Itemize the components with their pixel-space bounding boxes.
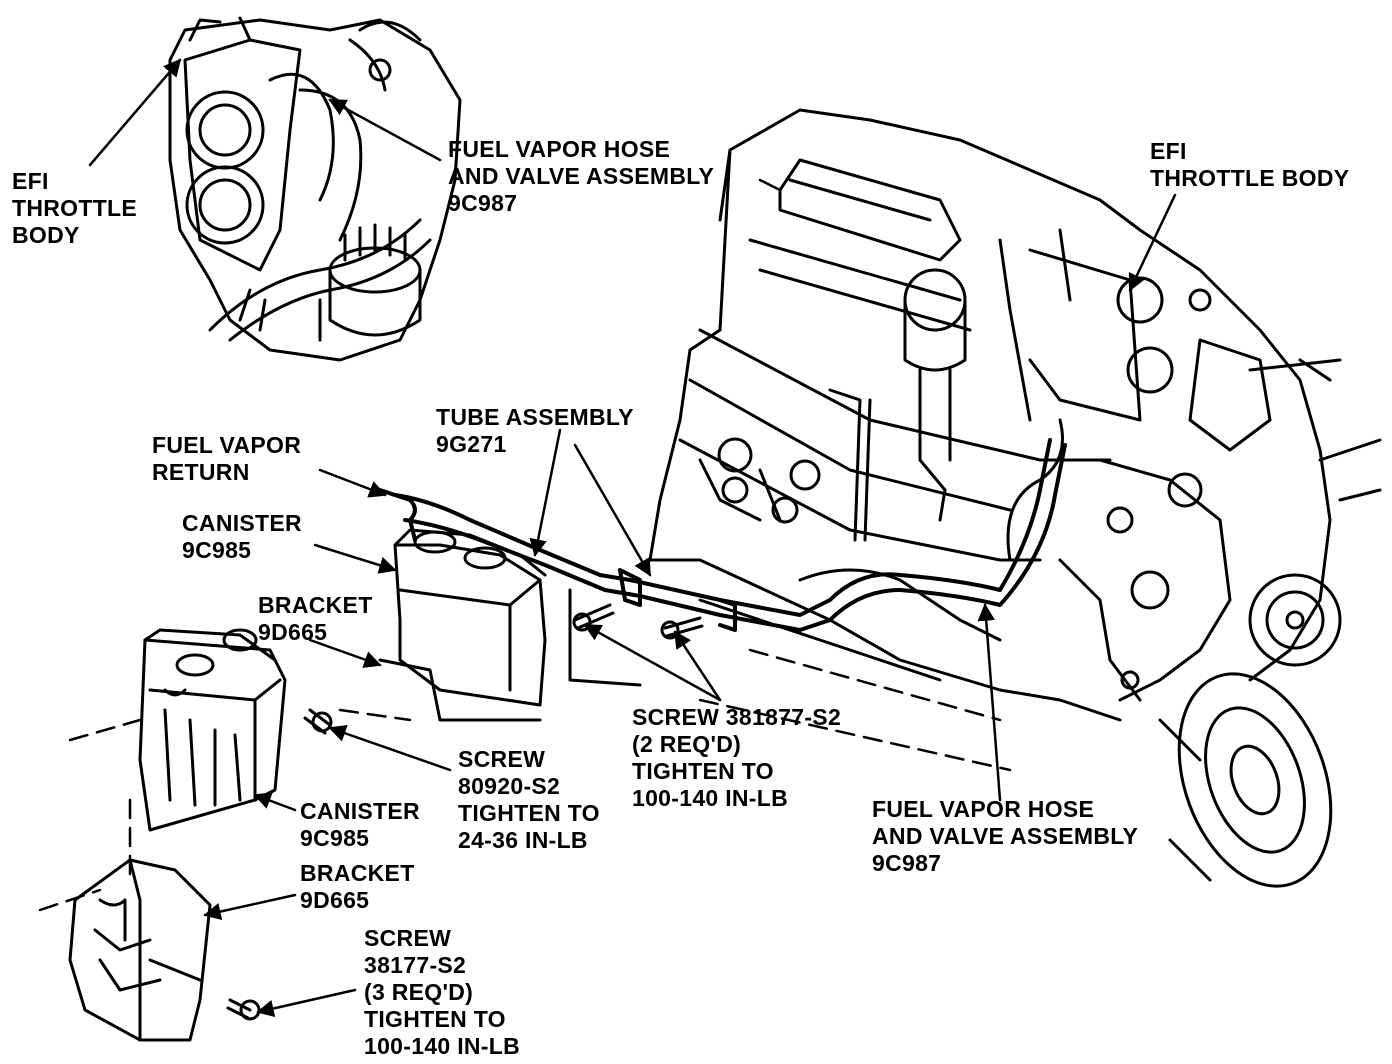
label-line: (3 REQ'D) (364, 979, 474, 1005)
vapor-tube-routing (378, 438, 1067, 632)
label-canister-lower: CANISTER 9C985 (300, 798, 420, 852)
label-bracket-upper: BRACKET 9D665 (258, 592, 373, 646)
label-line: (2 REQ'D) (632, 731, 742, 757)
label-line: SCREW 381877-S2 (632, 704, 842, 730)
label-line: 100-140 IN-LB (632, 785, 789, 811)
label-line: TIGHTEN TO (364, 1006, 506, 1032)
label-fuel-vapor-hose-top: FUEL VAPOR HOSE AND VALVE ASSEMBLY 9C987 (448, 136, 714, 217)
label-tube-assembly: TUBE ASSEMBLY 9G271 (436, 404, 634, 458)
label-line: FUEL VAPOR (152, 432, 302, 458)
alignment-dashed-lines (38, 648, 1012, 912)
label-bracket-lower: BRACKET 9D665 (300, 860, 415, 914)
label-line: EFI (1150, 138, 1187, 164)
label-line: FUEL VAPOR HOSE (872, 796, 1095, 822)
label-line: SCREW (458, 746, 546, 772)
label-line: 80920-S2 (458, 773, 561, 799)
label-canister-upper: CANISTER 9C985 (182, 510, 302, 564)
label-efi-throttle-body-main: EFI THROTTLE BODY (1150, 138, 1349, 192)
label-line: BRACKET (258, 592, 373, 618)
label-fuel-vapor-hose-bottom: FUEL VAPOR HOSE AND VALVE ASSEMBLY 9C987 (872, 796, 1138, 877)
upper-screws (572, 603, 704, 640)
label-line: 9C987 (872, 850, 942, 876)
label-line: 100-140 IN-LB (364, 1033, 521, 1059)
upper-canister-illustration (378, 528, 642, 722)
label-line: 9G271 (436, 431, 507, 457)
label-line: BRACKET (300, 860, 415, 886)
label-line: 9C985 (300, 825, 370, 851)
label-line: CANISTER (300, 798, 420, 824)
label-line: 24-36 IN-LB (458, 827, 588, 853)
label-line: 9D665 (300, 887, 370, 913)
label-fuel-vapor-return: FUEL VAPOR RETURN (152, 432, 301, 486)
label-efi-throttle-body-inset: EFI THROTTLE BODY (12, 168, 137, 249)
label-line: TUBE ASSEMBLY (436, 404, 634, 430)
label-line: 38177-S2 (364, 952, 467, 978)
label-line: CANISTER (182, 510, 302, 536)
label-screw-381877: SCREW 381877-S2 (2 REQ'D) TIGHTEN TO 100… (632, 704, 841, 812)
label-screw-38177: SCREW 38177-S2 (3 REQ'D) TIGHTEN TO 100-… (364, 925, 520, 1060)
label-line: RETURN (152, 459, 250, 485)
label-line: THROTTLE (12, 195, 138, 221)
label-line: THROTTLE BODY (1150, 165, 1350, 191)
inset-throttle-body-illustration (168, 16, 462, 362)
label-line: BODY (12, 222, 80, 248)
label-line: TIGHTEN TO (458, 800, 600, 826)
label-line: TIGHTEN TO (632, 758, 774, 784)
label-line: AND VALVE ASSEMBLY (872, 823, 1139, 849)
label-screw-80920: SCREW 80920-S2 TIGHTEN TO 24-36 IN-LB (458, 746, 600, 854)
label-line: 9C987 (448, 190, 518, 216)
label-line: FUEL VAPOR HOSE (448, 136, 671, 162)
label-line: EFI (12, 168, 49, 194)
label-line: SCREW (364, 925, 452, 951)
label-line: AND VALVE ASSEMBLY (448, 163, 715, 189)
label-line: 9D665 (258, 619, 328, 645)
label-line: 9C985 (182, 537, 252, 563)
leader-lines (88, 58, 1177, 1018)
lower-bracket-illustration (68, 858, 261, 1042)
